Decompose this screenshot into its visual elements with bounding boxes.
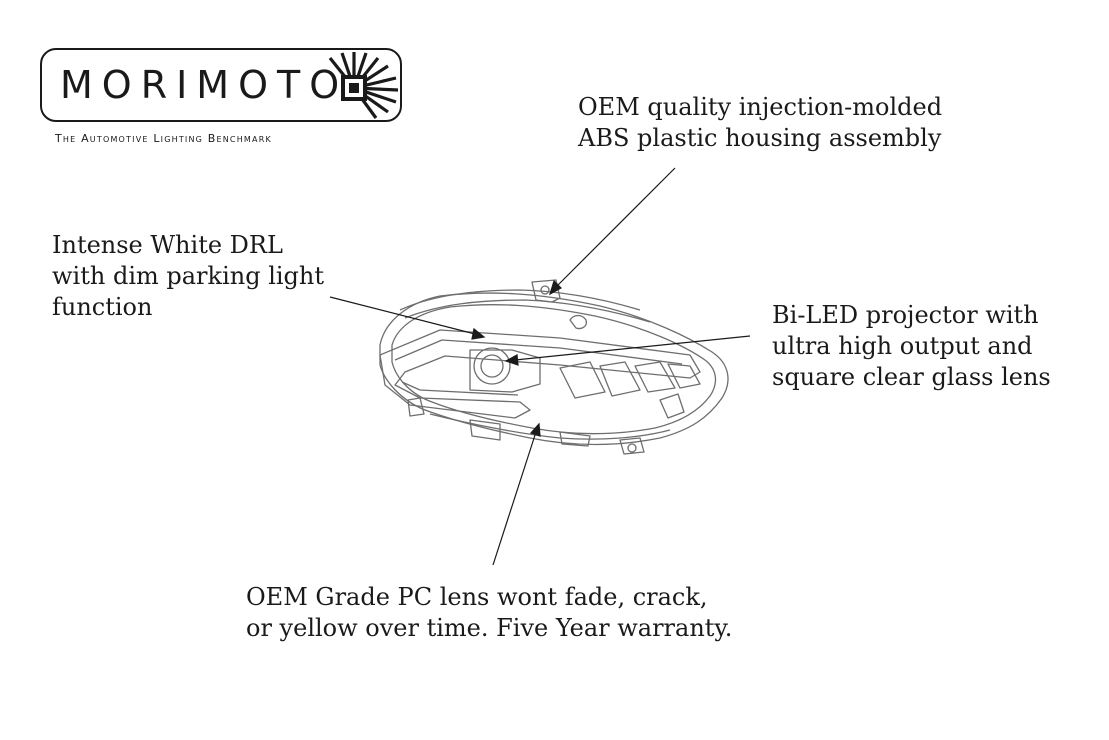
- leader-lines: [329, 167, 751, 566]
- arrowhead-lens: [529, 422, 541, 437]
- callout-housing: OEM quality injection-molded ABS plastic…: [578, 92, 942, 154]
- logo-frame: [40, 48, 402, 122]
- leader-lens: [492, 431, 537, 566]
- sunburst-icon: [328, 52, 399, 119]
- arrowhead-projector: [504, 354, 519, 366]
- morimoto-logo: MORIMOTO The Automotive Lighting Benchma…: [40, 48, 406, 152]
- callout-drl-line-3: function: [52, 293, 153, 321]
- callout-projector-line-1: Bi-LED projector with: [772, 301, 1039, 329]
- callout-projector: Bi-LED projector with ultra high output …: [772, 300, 1051, 393]
- callout-projector-line-3: square clear glass lens: [772, 363, 1051, 391]
- arrowhead-drl: [471, 327, 486, 340]
- callout-drl-line-2: with dim parking light: [52, 262, 325, 290]
- callout-drl: Intense White DRL with dim parking light…: [52, 230, 324, 323]
- callout-lens-line-2: or yellow over time. Five Year warranty.: [246, 614, 733, 642]
- headlight-illustration: [379, 279, 729, 455]
- leader-projector: [514, 335, 751, 361]
- callout-housing-line-1: OEM quality injection-molded: [578, 93, 943, 121]
- leader-housing: [555, 167, 676, 288]
- arrowhead-housing: [548, 279, 562, 296]
- callout-drl-line-1: Intense White DRL: [52, 231, 283, 259]
- callout-housing-line-2: ABS plastic housing assembly: [578, 124, 942, 152]
- callout-lens: OEM Grade PC lens wont fade, crack, or y…: [246, 582, 732, 644]
- logo-wordmark: MORIMOTO: [60, 63, 349, 107]
- leader-drl: [329, 296, 476, 335]
- callout-projector-line-2: ultra high output and: [772, 332, 1033, 360]
- callout-lens-line-1: OEM Grade PC lens wont fade, crack,: [246, 583, 708, 611]
- logo-tagline: The Automotive Lighting Benchmark: [55, 132, 272, 145]
